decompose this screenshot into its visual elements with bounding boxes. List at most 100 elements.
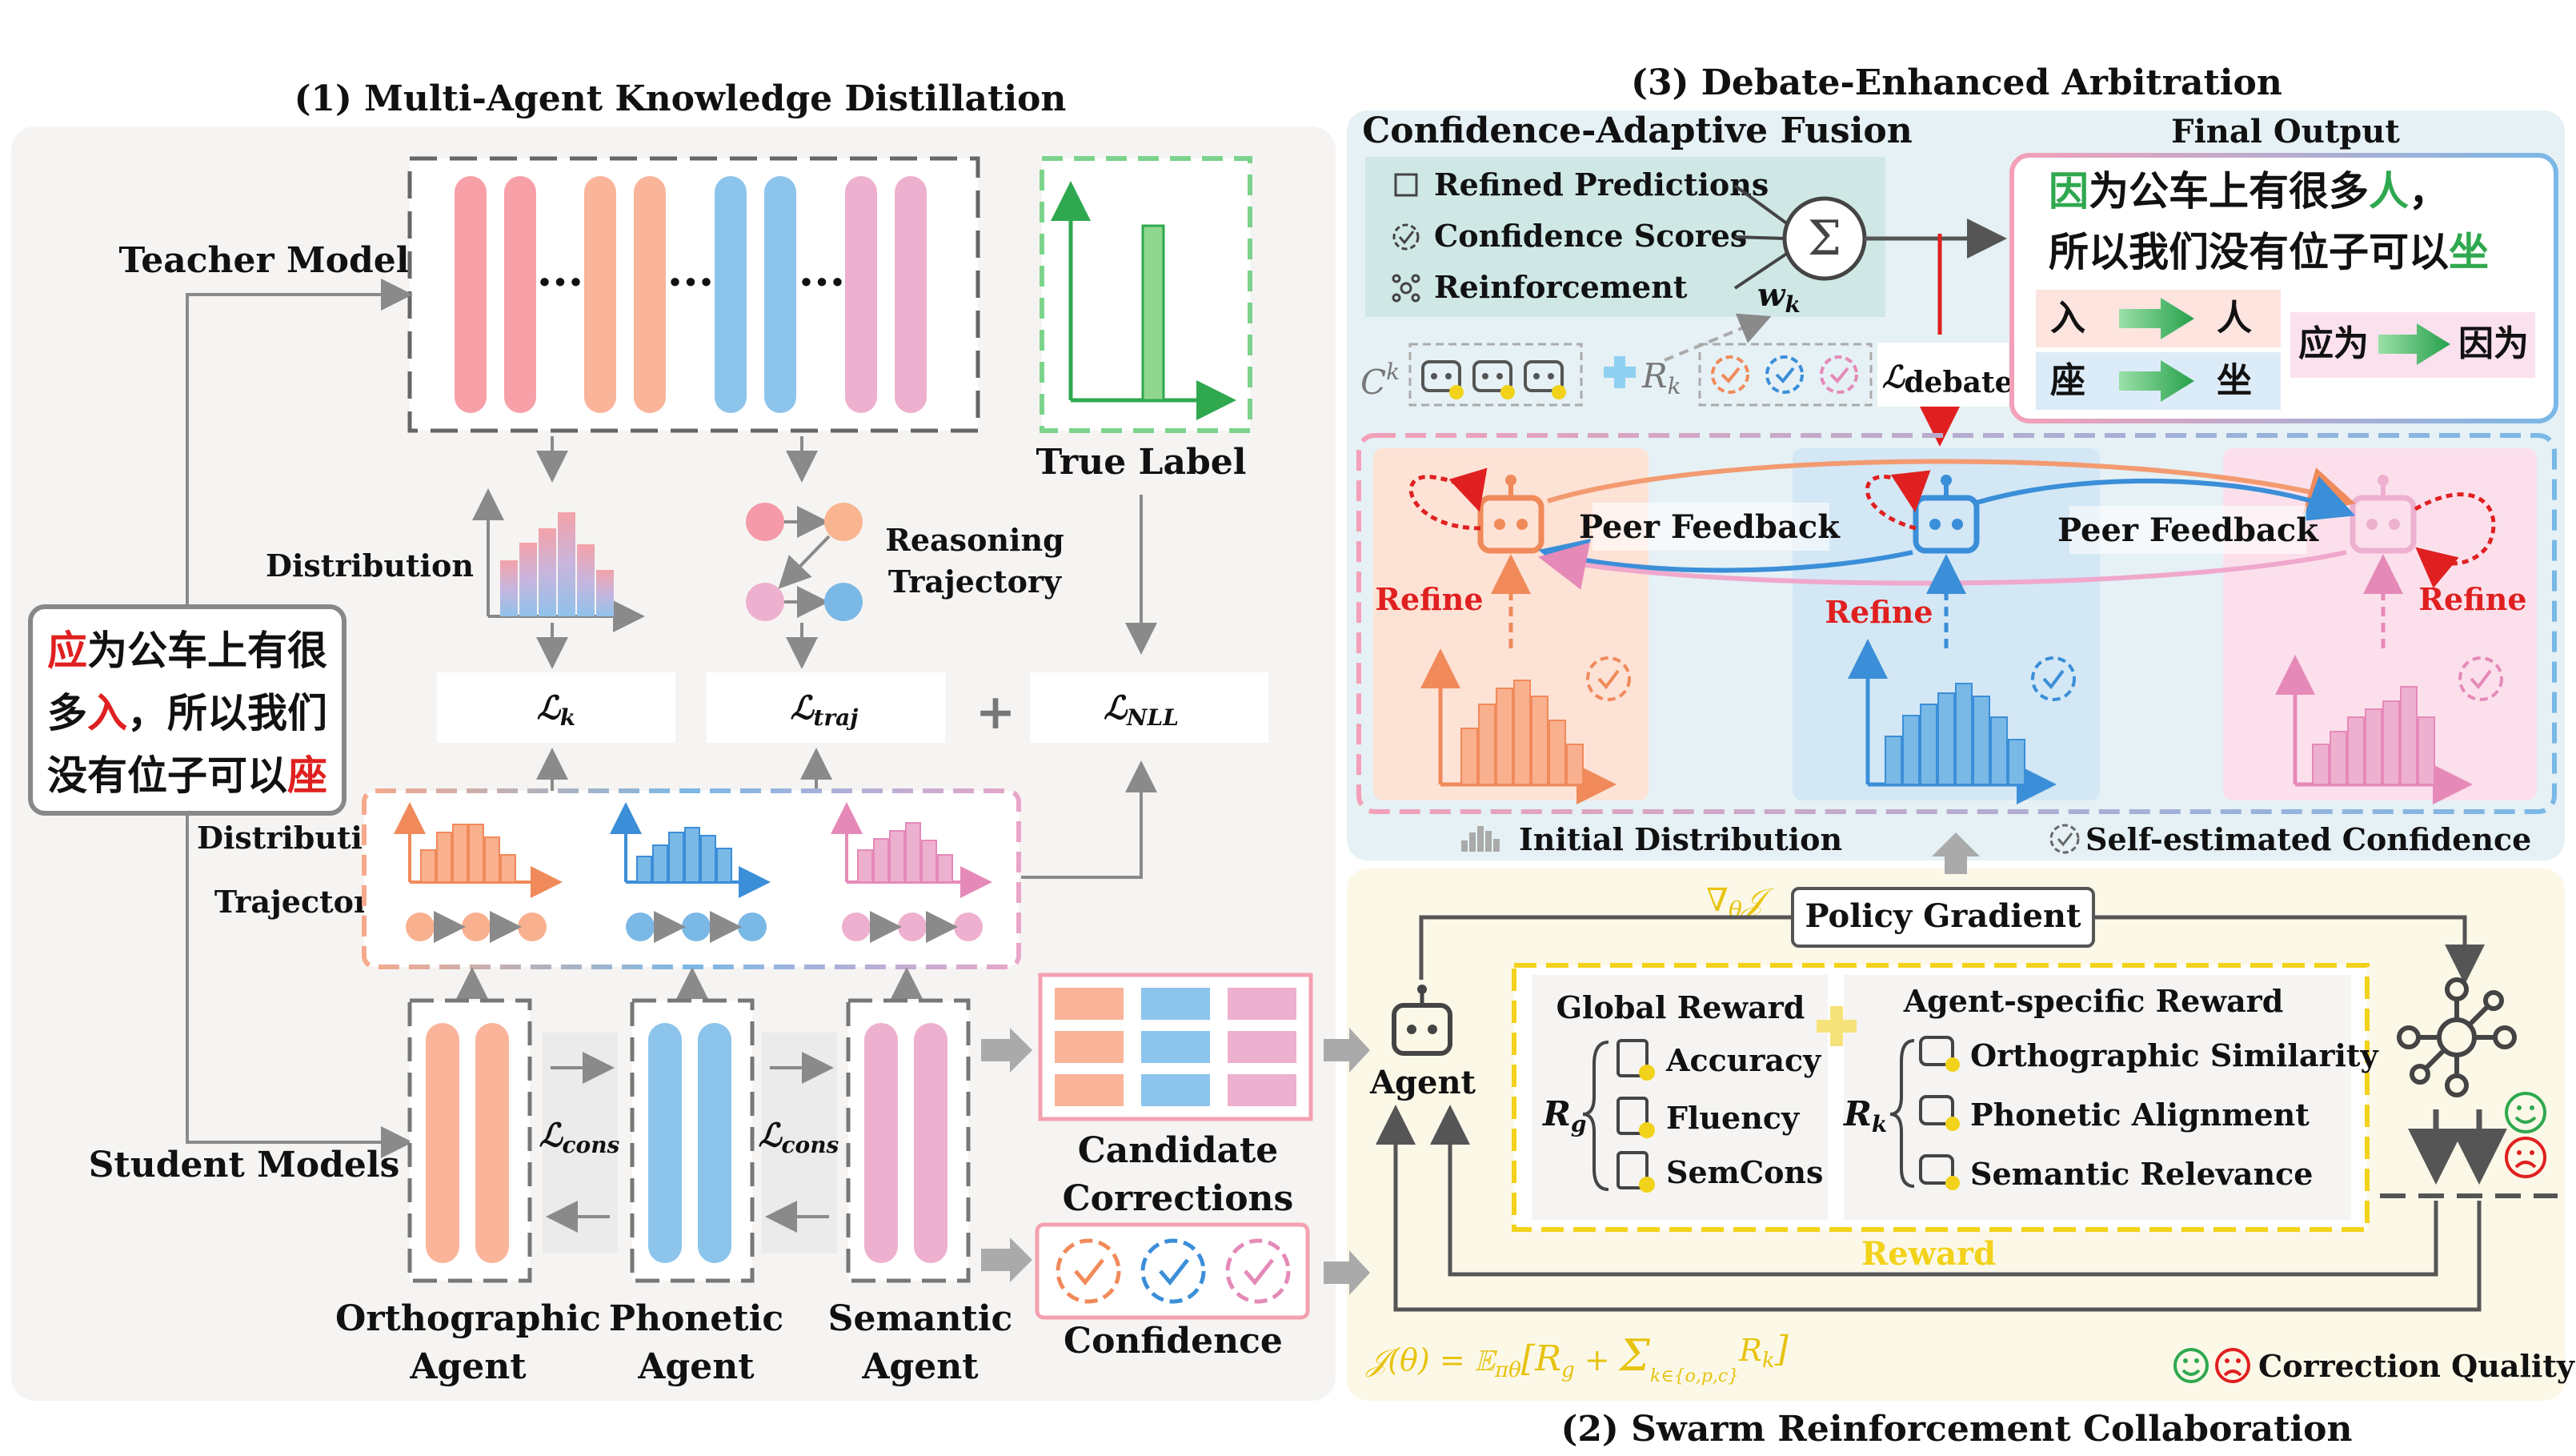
loss-traj: ℒtraj [791, 689, 859, 731]
reasoning-trajectory-graph [746, 503, 863, 621]
correction-quality-frown-icon [2215, 1348, 2250, 1383]
teacher-layer [845, 176, 877, 413]
orthographic-agent-label: Orthographic [335, 1298, 601, 1339]
agent-specific-reward-label: Agent-specific Reward [1903, 983, 2284, 1019]
global-reward-item: Fluency [1666, 1100, 1800, 1136]
input-sentence-line: 没有位子可以座 [47, 752, 327, 799]
student-trajectory-label: Trajectory [214, 884, 388, 920]
svg-text:因为: 因为 [2458, 323, 2529, 364]
phonetic-agent-label: Phonetic [609, 1298, 783, 1339]
fusion-items: Refined Predictions Confidence Scores Re… [1392, 166, 1769, 305]
correction-quality-label: Correction Quality [2258, 1348, 2575, 1384]
document-icon [1617, 1097, 1649, 1135]
rk-reward-label: Rk [1843, 1094, 1887, 1137]
semantic-agent-label: Agent [861, 1346, 979, 1387]
robot-icons [1421, 360, 1564, 392]
section2-title: (2) Swarm Reinforcement Collaboration [1561, 1409, 2353, 1450]
teacher-distribution-chart [472, 488, 645, 632]
global-reward-label: Global Reward [1556, 989, 1805, 1025]
fusion-item: Refined Predictions [1434, 166, 1769, 203]
teacher-layer [504, 176, 536, 413]
distillation-panel-bg [11, 126, 1336, 1401]
true-label-chart [1051, 181, 1236, 420]
loss-nll-box [1030, 672, 1268, 743]
phonetic-debate-agent [1913, 475, 1980, 554]
correction-quality-smile-icon [2173, 1348, 2209, 1383]
check-circle-icon [1711, 355, 1749, 394]
peer-feedback-bg [1592, 503, 1829, 551]
robot-icon [1919, 1036, 1954, 1066]
self-estimated-confidence-label: Self-estimated Confidence [2085, 821, 2531, 857]
global-reward-bg [1532, 975, 1828, 1220]
document-icon [1617, 1039, 1649, 1077]
section3-title: (3) Debate-Enhanced Arbitration [1631, 62, 2282, 103]
peer-feedback-label: Peer Feedback [2057, 511, 2319, 549]
loss-nll: ℒNLL [1104, 689, 1179, 731]
semantic-initial-distribution [2275, 655, 2503, 804]
policy-gradient-label: Policy Gradient [1805, 897, 2081, 935]
input-sentence-line: 应为公车上有很 [47, 628, 327, 674]
final-output-title: Final Output [2171, 113, 2400, 150]
orthographic-debate-agent [1477, 475, 1544, 554]
teacher-model-layers [455, 176, 927, 413]
correction-pair: 座 坐 [2050, 360, 2252, 402]
svg-text:座: 座 [2050, 360, 2085, 401]
input-sentence-line: 多入，所以我们 [47, 690, 327, 736]
student-models-label: Student Models [89, 1145, 400, 1185]
initial-distribution-label: Initial Distribution [1519, 821, 1842, 857]
wk-label: wk [1757, 276, 1801, 318]
student-orthographic-output [394, 802, 563, 943]
sigma-symbol: Σ [1808, 211, 1841, 267]
document-icon [1617, 1151, 1649, 1189]
rg-label: Rg [1542, 1094, 1586, 1137]
section1-title: (1) Multi-Agent Knowledge Distillation [294, 78, 1067, 119]
teacher-layer [455, 176, 487, 413]
agent-label: Agent [1369, 1064, 1476, 1101]
swarm-agent-icon [1392, 985, 1452, 1056]
orthographic-agent-model [407, 998, 532, 1283]
true-label-text: True Label [1036, 442, 1247, 483]
semantic-debate-agent [2350, 475, 2417, 554]
square-icon [1394, 173, 1418, 197]
global-reward-item: SemCons [1666, 1154, 1823, 1190]
robot-eyes [1431, 373, 1554, 379]
teacher-layer [764, 176, 796, 413]
debate-area-box [1356, 433, 2557, 814]
true-label-bar [1141, 224, 1165, 402]
robot-icon [1421, 360, 1461, 392]
svg-text:应为: 应为 [2298, 323, 2369, 364]
svg-text:入: 入 [2050, 298, 2085, 339]
orthographic-initial-distribution [1420, 648, 1631, 804]
check-circle-icon [2458, 656, 2503, 701]
refine-label: Refine [2418, 581, 2526, 617]
loss-k-box [437, 672, 675, 743]
agent-reward-item: Semantic Relevance [1970, 1156, 2313, 1192]
final-sentence-line1: 因为公车上有很多人， [2049, 168, 2449, 215]
check-circle-icon [1765, 355, 1804, 394]
candidate-corrections-label: Candidate [1078, 1130, 1279, 1171]
semantic-agent-model [846, 998, 971, 1283]
loss-plus: + [976, 684, 1016, 740]
check-circle-icon [1225, 1238, 1291, 1304]
reasoning-trajectory-label: Reasoning [885, 522, 1064, 558]
candidate-corrections-label: Corrections [1063, 1178, 1294, 1219]
confidence-label: Confidence [1064, 1321, 1283, 1362]
svg-text:人: 人 [2217, 298, 2252, 339]
check-circle-icon [2049, 824, 2080, 854]
swarm-network-icon [2397, 977, 2517, 1097]
student-phonetic-output [610, 802, 771, 943]
fusion-title: Confidence-Adaptive Fusion [1362, 110, 1913, 151]
document-icons [1617, 1039, 1649, 1189]
candidate-corrections-grid [1055, 988, 1296, 1106]
reward-label: Reward [1861, 1235, 1996, 1273]
robot-badges [1449, 385, 1566, 399]
robot-icon [1919, 1095, 1954, 1125]
confidence-icons [1056, 1238, 1291, 1304]
objective-formula: 𝒥(θ) = 𝔼πθ[Rg + Σk∈{o,p,c}Rk] [1365, 1329, 1789, 1386]
teacher-layer [895, 176, 927, 413]
debate-loss: ℒdebate [1882, 359, 2013, 399]
global-reward-item: Accuracy [1665, 1042, 1821, 1078]
loss-cons: ℒcons [759, 1117, 839, 1158]
rk-label: Rk [1641, 356, 1681, 399]
